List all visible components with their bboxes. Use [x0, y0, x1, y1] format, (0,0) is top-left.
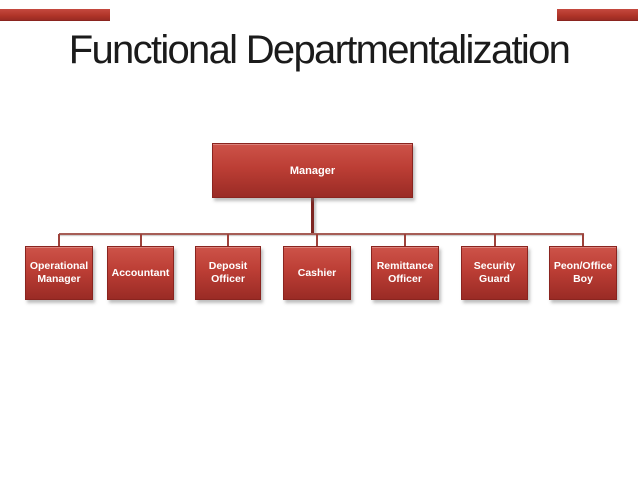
connector-drop: [140, 234, 142, 246]
org-node-label: Peon/Office Boy: [553, 260, 613, 285]
connector-drop: [227, 234, 229, 246]
org-node-manager: Manager: [212, 143, 413, 198]
connector-drop: [582, 234, 584, 246]
top-left-accent-bar: [0, 9, 110, 21]
org-node: Operational Manager: [25, 246, 93, 300]
connector-drop: [404, 234, 406, 246]
org-node-label: Deposit Officer: [208, 260, 248, 285]
org-node: Remittance Officer: [371, 246, 439, 300]
org-node-label: Accountant: [111, 266, 170, 279]
org-node-label: Security Guard: [473, 260, 516, 285]
org-node-label: Manager: [289, 164, 336, 177]
connector-drop: [494, 234, 496, 246]
org-node: Security Guard: [461, 246, 528, 300]
org-node: Accountant: [107, 246, 174, 300]
org-node: Cashier: [283, 246, 351, 300]
connector-manager-drop: [311, 198, 314, 234]
org-node: Peon/Office Boy: [549, 246, 617, 300]
slide-title: Functional Departmentalization: [68, 28, 571, 72]
org-node-label: Remittance Officer: [376, 260, 434, 285]
org-node: Deposit Officer: [195, 246, 261, 300]
org-node-label: Cashier: [297, 266, 337, 279]
top-right-accent-bar: [557, 9, 638, 21]
org-node-label: Operational Manager: [29, 260, 89, 285]
connector-drop: [58, 234, 60, 246]
connector-drop: [316, 234, 318, 246]
connector-rail: [59, 233, 584, 235]
